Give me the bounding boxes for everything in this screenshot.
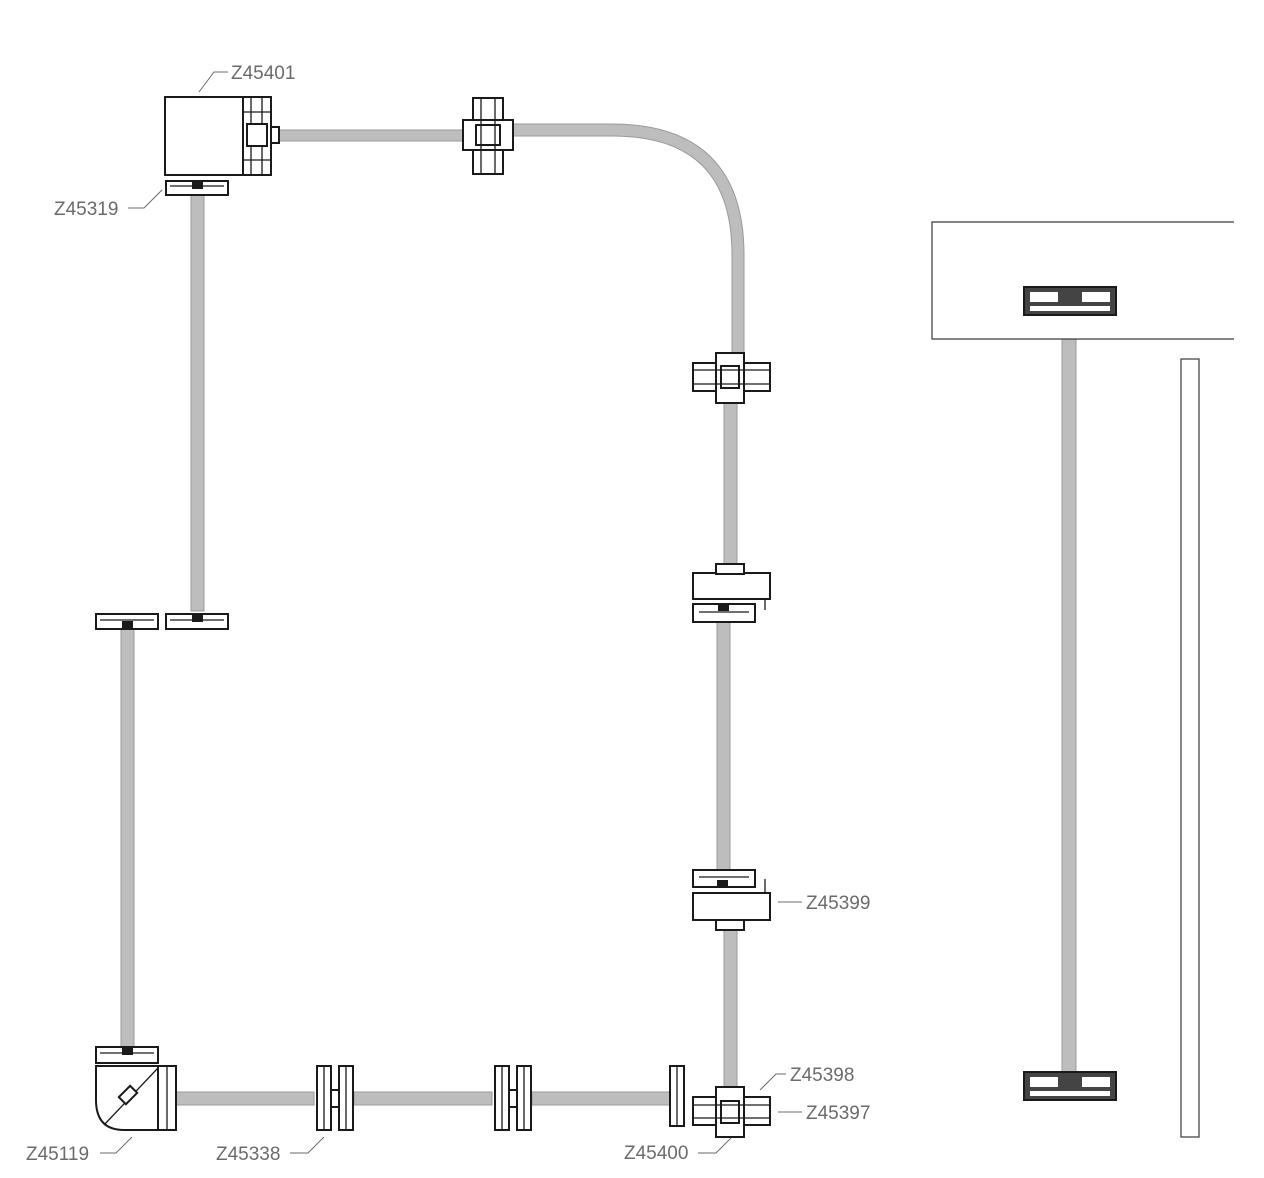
glass-right-2: [716, 613, 731, 875]
glass-top-curved-fill: [505, 124, 744, 365]
base-profile-z45319-top: [165, 180, 229, 196]
corner-bottom-left-z45119: [95, 1046, 177, 1131]
label-z45399: Z45399: [806, 893, 870, 914]
glass-left-upper: [190, 192, 205, 612]
label-z45338: Z45338: [216, 1144, 280, 1165]
connector-z45399: [692, 869, 771, 931]
label-z45398: Z45398: [790, 1065, 854, 1086]
label-z45397: Z45397: [806, 1103, 870, 1124]
base-profiles-left-middle: [95, 613, 229, 630]
connector-bottom-z45338-b: [494, 1065, 532, 1131]
label-z45119: Z45119: [26, 1144, 89, 1165]
label-z45319: Z45319: [54, 199, 118, 220]
part-labels: Z45401 Z45319 Z45399 Z45398 Z45397 Z4540…: [26, 63, 870, 1165]
leader-lines: [100, 71, 802, 1154]
corner-post-z45401: [164, 96, 280, 176]
connector-top-middle: [462, 97, 514, 175]
section-head-frame: [931, 221, 1234, 340]
section-view: [931, 221, 1234, 1138]
glass-bottom-2: [353, 1091, 493, 1106]
glass-right-3: [723, 919, 738, 1091]
glass-bottom-3: [531, 1091, 671, 1106]
glass-bottom-1: [175, 1091, 315, 1106]
glass-top-left: [267, 129, 467, 142]
connector-right-cross: [692, 352, 771, 404]
connector-bottom-z45338-a: [316, 1065, 354, 1131]
section-wall-strip: [1180, 358, 1200, 1138]
label-z45400: Z45400: [624, 1143, 688, 1164]
glass-left-lower: [120, 627, 135, 1049]
glass-section-view: [1061, 301, 1077, 1087]
glass-right-1: [723, 395, 738, 571]
corner-bottom-right: [669, 1065, 771, 1138]
label-z45401: Z45401: [231, 63, 295, 84]
connector-right-double: [692, 563, 771, 623]
